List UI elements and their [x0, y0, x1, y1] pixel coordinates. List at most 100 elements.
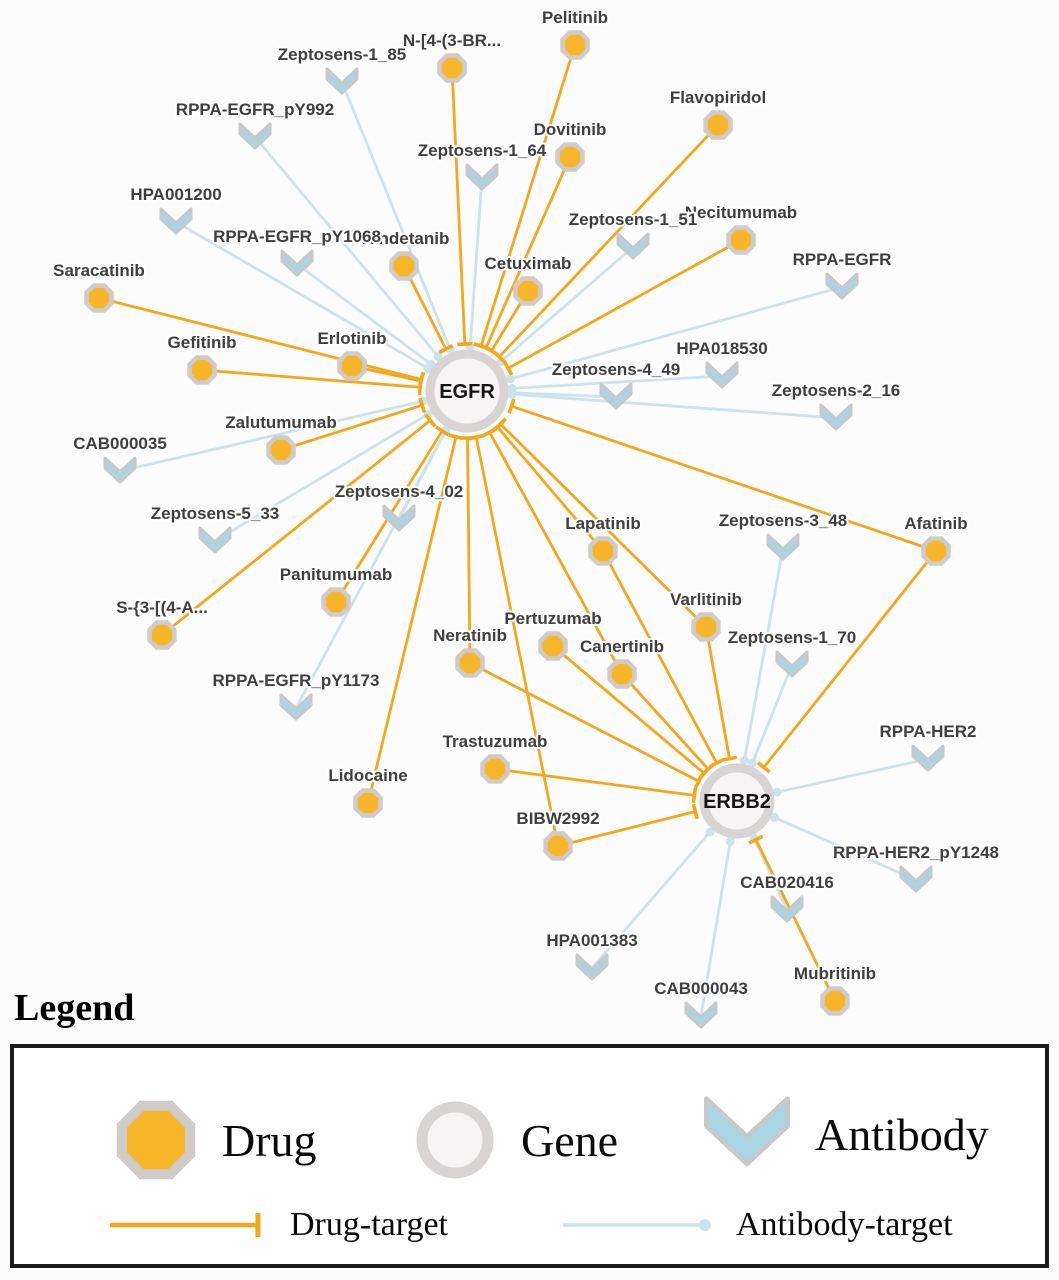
node-label-cab000043: CAB000043	[654, 979, 748, 998]
antibody-node-rppa-her2[interactable]	[911, 744, 945, 772]
node-label-rppa-egfr: RPPA-EGFR	[793, 250, 892, 269]
drug-node-bibw2992[interactable]	[543, 831, 573, 861]
drug-target-edge	[450, 67, 467, 345]
drug-node-necitumumab[interactable]	[726, 225, 756, 255]
drug-node-dovitinib[interactable]	[555, 142, 585, 172]
drug-node-n-4-3-br[interactable]	[437, 53, 467, 83]
drug-edge-tee	[448, 433, 464, 441]
drug-node-lidocaine[interactable]	[353, 788, 383, 818]
antibody-node-zeptosens-4-49[interactable]	[599, 382, 633, 410]
antibody-target-edge	[214, 412, 430, 543]
antibody-edge-dot	[705, 827, 715, 837]
node-label-zeptosens-3-48: Zeptosens-3_48	[719, 511, 848, 530]
drug-edge-tee	[438, 344, 454, 355]
drug-node-mubritinib[interactable]	[820, 986, 850, 1016]
drug-node-lapatinib[interactable]	[588, 536, 618, 566]
gene-node-egfr[interactable]	[425, 349, 509, 433]
antibody-node-hpa001200[interactable]	[159, 207, 193, 235]
drug-node-vandetanib[interactable]	[389, 251, 419, 281]
antibody-node-hpa018530[interactable]	[705, 361, 739, 389]
antibody-node-rppa-her2-py1248[interactable]	[899, 865, 933, 893]
antibody-target-edge	[340, 81, 452, 350]
antibody-node-rppa-egfr-py992[interactable]	[238, 122, 272, 150]
legend-drug-label: Drug	[222, 1114, 317, 1166]
antibody-target-edge	[511, 392, 837, 420]
antibody-node-cab000043[interactable]	[684, 1001, 718, 1029]
drug-node-zalutumumab[interactable]	[266, 435, 296, 465]
node-label-trastuzumab: Trastuzumab	[443, 732, 548, 751]
antibody-target-edge	[742, 547, 785, 761]
drug-target-edge	[161, 419, 432, 637]
legend-item-antibody-target: Antibody-target	[560, 1206, 953, 1244]
node-label-hpa001383: HPA001383	[546, 931, 637, 950]
antibody-edge-dot	[770, 813, 780, 823]
node-label-gefitinib: Gefitinib	[168, 333, 237, 352]
node-label-mubritinib: Mubritinib	[794, 964, 876, 983]
antibody-edge-dot	[507, 388, 517, 398]
node-label-rppa-egfr-py1173: RPPA-EGFR_pY1173	[213, 671, 380, 690]
drug-edge-tee	[417, 373, 425, 389]
antibody-target-edge	[296, 262, 432, 366]
antibody-node-zeptosens-5-33[interactable]	[198, 526, 232, 554]
drug-node-erlotinib[interactable]	[337, 351, 367, 381]
drug-node-trastuzumab[interactable]	[480, 754, 510, 784]
antibody-node-zeptosens-1-70[interactable]	[775, 650, 809, 678]
node-label-s-3-4-a: S-{3-[(4-A...	[116, 598, 208, 617]
node-label-zeptosens-4-49: Zeptosens-4_49	[552, 360, 681, 379]
antibody-target-edge	[500, 245, 634, 363]
drug-target-edge	[499, 423, 707, 628]
drug-node-flavopiridol[interactable]	[703, 110, 733, 140]
drug-edge-tee	[701, 762, 715, 776]
gene-node-erbb2[interactable]	[699, 763, 775, 839]
antibody-node-zeptosens-2-16[interactable]	[819, 403, 853, 431]
drug-node-canertinib[interactable]	[607, 659, 637, 689]
legend-antibody-target-label: Antibody-target	[736, 1206, 953, 1243]
drug-target-edge	[762, 550, 938, 769]
antibody-target-edge	[773, 816, 917, 882]
drug-edge-tee	[507, 398, 516, 414]
antibody-node-rppa-egfr-py1173[interactable]	[279, 693, 313, 721]
drug-node-afatinib[interactable]	[921, 536, 951, 566]
antibody-node-hpa001383[interactable]	[575, 953, 609, 981]
node-label-n-4-3-br: N-[4-(3-BR...	[403, 31, 501, 50]
drug-node-s-3-4-a[interactable]	[147, 620, 177, 650]
drug-target-edge	[466, 437, 472, 664]
drug-node-neratinib[interactable]	[455, 648, 485, 678]
antibody-node-zeptosens-1-51[interactable]	[616, 232, 650, 260]
antibody-node-zeptosens-1-64[interactable]	[465, 163, 499, 191]
node-label-saracatinib: Saracatinib	[53, 261, 145, 280]
antibody-target-edge	[294, 429, 447, 709]
antibody-edge-dot	[747, 758, 757, 768]
antibody-edge-dot	[725, 836, 735, 846]
legend-gene-label: Gene	[521, 1114, 619, 1166]
drug-target-edge	[494, 767, 695, 797]
antibody-node-zeptosens-4-02[interactable]	[382, 504, 416, 532]
node-label-panitumumab: Panitumumab	[280, 565, 392, 584]
antibody-node-cab000035[interactable]	[103, 456, 137, 484]
antibody-target-edge	[699, 841, 732, 1017]
drug-node-panitumumab[interactable]	[321, 587, 351, 617]
antibody-node-zeptosens-3-48[interactable]	[766, 533, 800, 561]
node-label-bibw2992: BIBW2992	[516, 809, 599, 828]
node-label-canertinib: Canertinib	[580, 637, 664, 656]
drug-node-pelitinib[interactable]	[560, 30, 590, 60]
drug-target-edge	[704, 626, 731, 759]
antibody-node-cab020416[interactable]	[770, 895, 804, 923]
drug-node-pertuzumab[interactable]	[538, 631, 568, 661]
antibody-node-zeptosens-1-85[interactable]	[325, 67, 359, 95]
drug-node-cetuximab[interactable]	[513, 276, 543, 306]
antibody-target-edge-icon	[563, 1219, 711, 1231]
drug-target-edge	[754, 838, 837, 1002]
drug-node-varlitinib[interactable]	[691, 612, 721, 642]
antibody-node-rppa-egfr[interactable]	[825, 272, 859, 300]
antibody-node-rppa-egfr-py1068[interactable]	[280, 249, 314, 277]
node-label-zeptosens-1-70: Zeptosens-1_70	[728, 628, 857, 647]
drug-node-saracatinib[interactable]	[84, 283, 114, 313]
drug-node-gefitinib[interactable]	[187, 355, 217, 385]
drug-edge-tee	[691, 803, 699, 820]
node-label-vandetanib: Vandetanib	[359, 229, 450, 248]
antibody-edge-dot	[433, 351, 443, 361]
node-label-flavopiridol: Flavopiridol	[670, 88, 766, 107]
drug-target-edge	[488, 431, 624, 675]
